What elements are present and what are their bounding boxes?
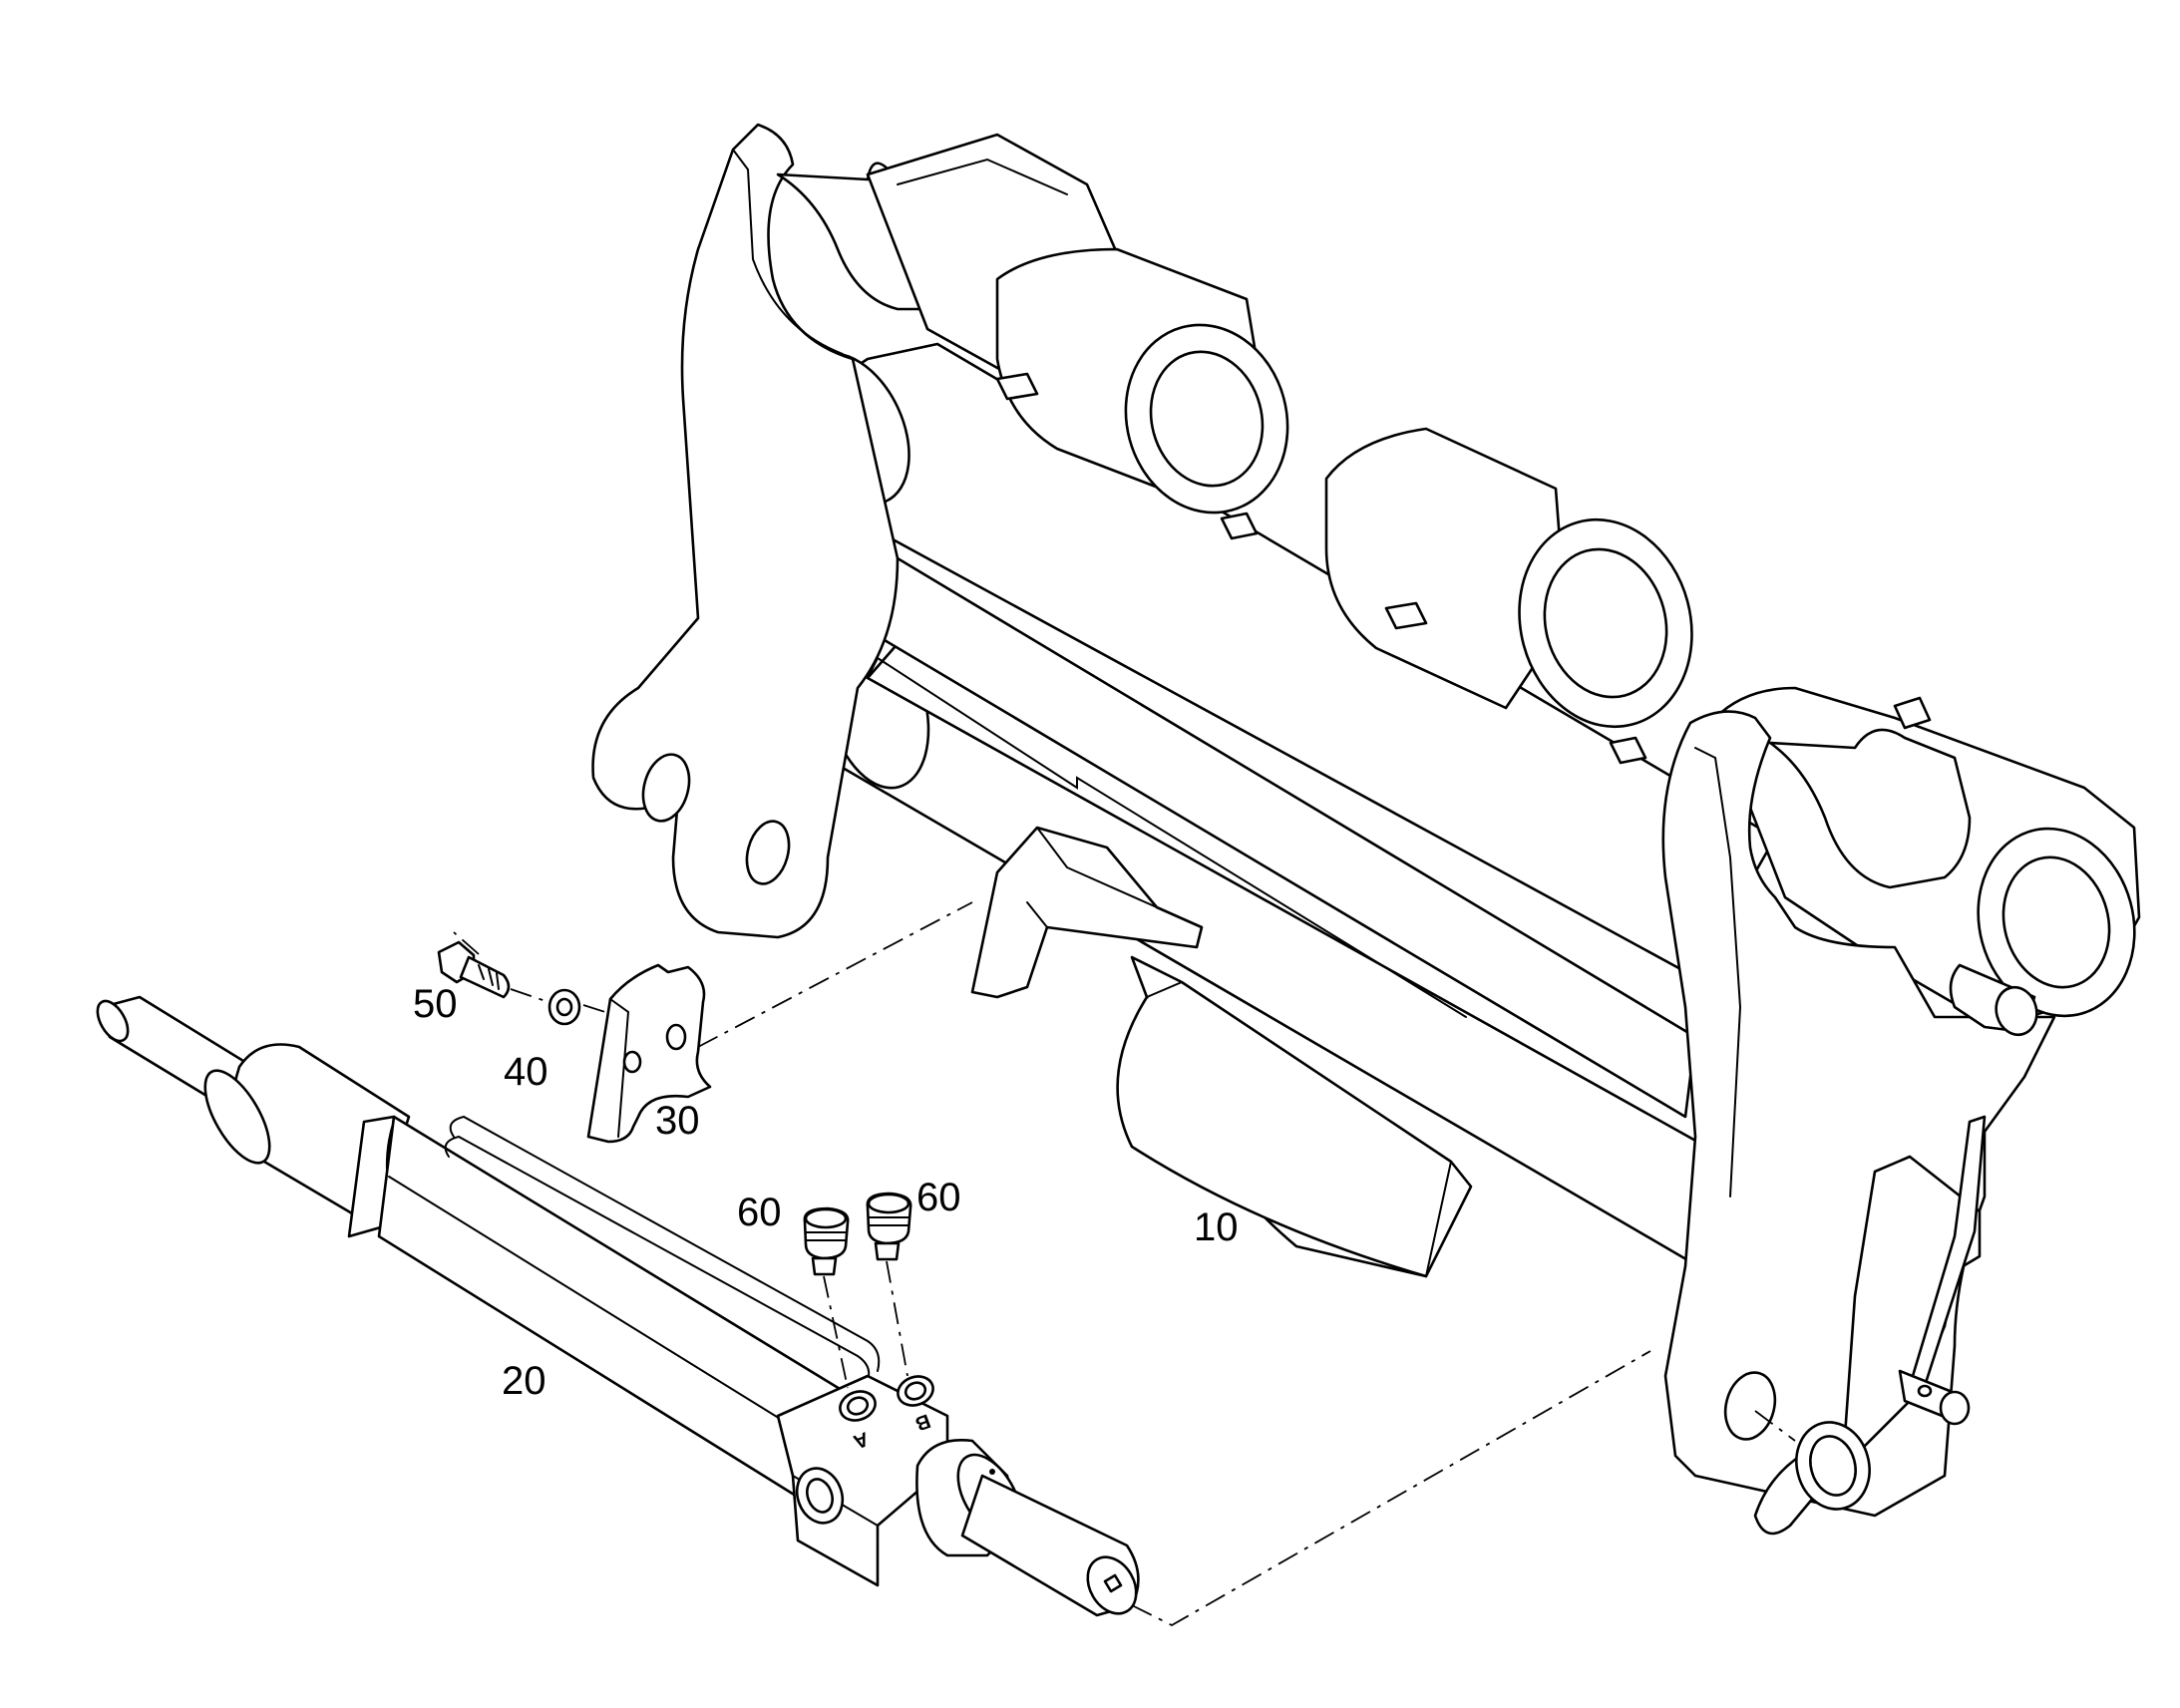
- locking-bracket: [586, 963, 712, 1144]
- callout-10: 10: [1194, 1205, 1239, 1249]
- coupler-frame: [591, 123, 2141, 1536]
- hex-bolt: [437, 940, 511, 999]
- hydraulic-cylinder: [96, 995, 1140, 1617]
- assembly-lines: [453, 901, 1796, 1627]
- callout-30: 30: [655, 1099, 700, 1143]
- hydraulic-fitting-left: [803, 1206, 850, 1276]
- hydraulic-fitting-right: [866, 1192, 912, 1261]
- port-label-a: A: [851, 1427, 872, 1453]
- callout-40: 40: [504, 1050, 548, 1094]
- callout-60-left: 60: [737, 1191, 782, 1234]
- callout-60-right: 60: [916, 1176, 961, 1219]
- washer: [547, 988, 581, 1026]
- callout-50: 50: [413, 982, 458, 1026]
- callout-20: 20: [502, 1359, 546, 1403]
- port-label-b: B: [912, 1409, 933, 1435]
